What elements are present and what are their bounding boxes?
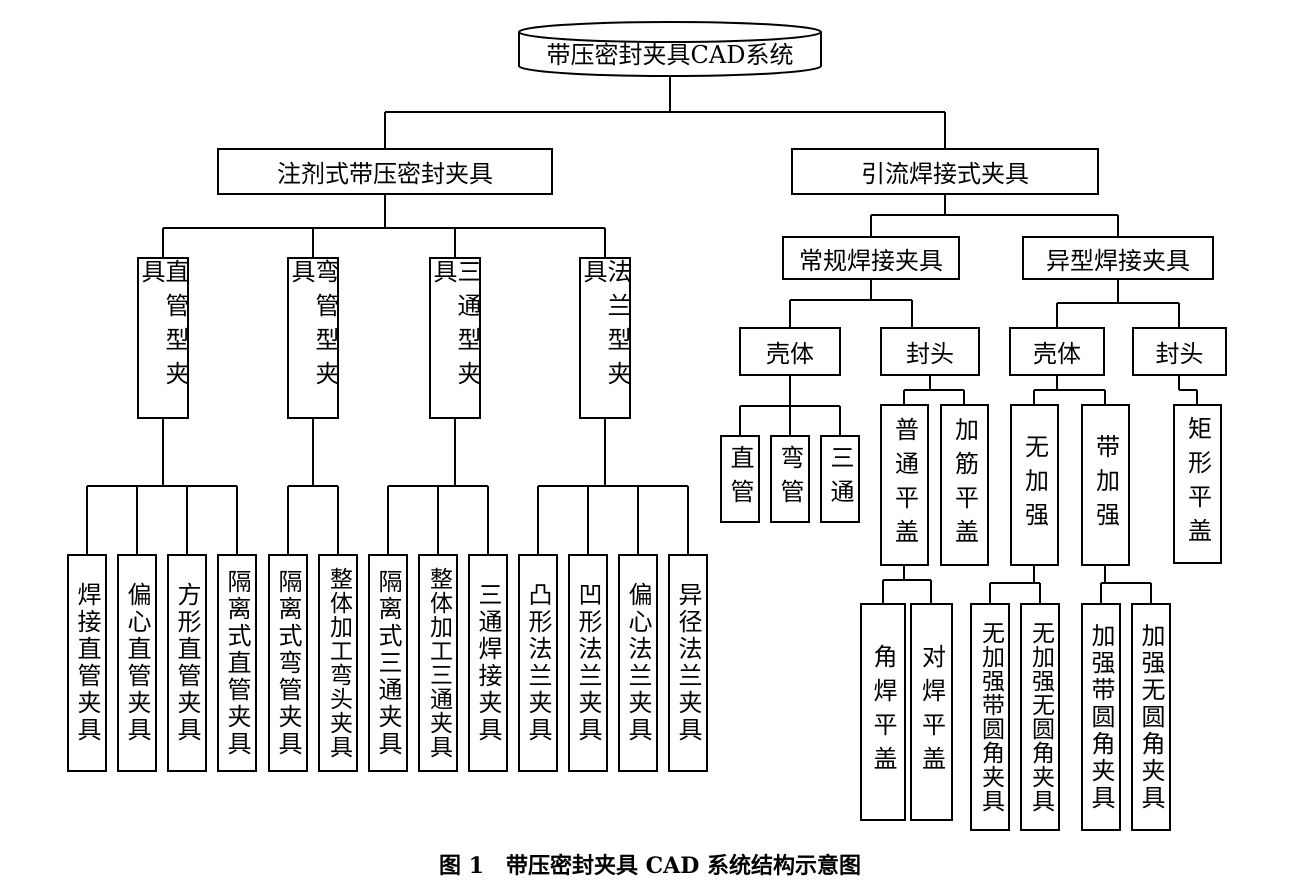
leaf-isolated-tee: 隔离式三通夹具 bbox=[368, 554, 408, 772]
leaf-straight-pipe: 直管 bbox=[720, 435, 760, 523]
node-flange-clamp: 法兰型夹具 bbox=[579, 257, 631, 419]
leaf-convex-flange: 凸形法兰夹具 bbox=[518, 554, 558, 772]
leaf-isolated-elbow: 隔离式弯管夹具 bbox=[268, 554, 308, 772]
node-tee-clamp: 三通型夹具 bbox=[429, 257, 481, 419]
leaf-ribbed-cover: 加筋平盖 bbox=[940, 404, 989, 566]
leaf-concave-flange: 凹形法兰夹具 bbox=[568, 554, 608, 772]
node-normal-welding-clamp: 常规焊接夹具 bbox=[782, 236, 960, 280]
node-special-head: 封头 bbox=[1132, 327, 1227, 376]
leaf-reinf-rounded: 加强带圆角夹具 bbox=[1081, 603, 1121, 831]
leaf-fillet-weld-cover: 角焊平盖 bbox=[860, 603, 906, 821]
leaf-rect-cover: 矩形平盖 bbox=[1173, 404, 1222, 564]
node-straight-pipe-clamp: 直管型夹具 bbox=[137, 257, 189, 419]
leaf-eccentric-flange: 偏心法兰夹具 bbox=[618, 554, 658, 772]
leaf-integral-tee: 整体加工三通夹具 bbox=[418, 554, 458, 772]
node-normal-shell: 壳体 bbox=[739, 327, 841, 376]
leaf-square-straight: 方形直管夹具 bbox=[167, 554, 207, 772]
node-non-reinforced: 无加强 bbox=[1010, 404, 1059, 566]
node-reinforced: 带加强 bbox=[1081, 404, 1130, 566]
node-special-shell: 壳体 bbox=[1009, 327, 1105, 376]
leaf-nonreinf-square: 无加强无圆角夹具 bbox=[1020, 603, 1060, 831]
node-welding-clamp: 引流焊接式夹具 bbox=[791, 148, 1099, 195]
node-special-welding-clamp: 异型焊接夹具 bbox=[1022, 236, 1214, 280]
node-elbow-clamp: 弯管型夹具 bbox=[287, 257, 339, 419]
root-label: 带压密封夹具CAD系统 bbox=[546, 40, 794, 69]
leaf-nonreinf-rounded: 无加强带圆角夹具 bbox=[970, 603, 1010, 831]
leaf-welded-straight: 焊接直管夹具 bbox=[67, 554, 107, 772]
leaf-elbow: 弯管 bbox=[770, 435, 810, 523]
leaf-butt-weld-cover: 对焊平盖 bbox=[910, 603, 953, 821]
leaf-integral-elbow: 整体加工弯头夹具 bbox=[318, 554, 358, 772]
leaf-tee: 三通 bbox=[820, 435, 860, 523]
node-plain-cover: 普通平盖 bbox=[880, 404, 929, 566]
leaf-isolated-straight: 隔离式直管夹具 bbox=[217, 554, 257, 772]
leaf-eccentric-straight: 偏心直管夹具 bbox=[117, 554, 157, 772]
leaf-reducing-flange: 异径法兰夹具 bbox=[668, 554, 708, 772]
figure-caption: 图 1 带压密封夹具 CAD 系统结构示意图 bbox=[439, 853, 861, 879]
node-injection-clamp: 注剂式带压密封夹具 bbox=[217, 148, 553, 195]
root-node: 带压密封夹具CAD系统 bbox=[518, 22, 822, 76]
leaf-reinf-square: 加强无圆角夹具 bbox=[1131, 603, 1171, 831]
node-normal-head: 封头 bbox=[880, 327, 980, 376]
leaf-welded-tee: 三通焊接夹具 bbox=[468, 554, 508, 772]
